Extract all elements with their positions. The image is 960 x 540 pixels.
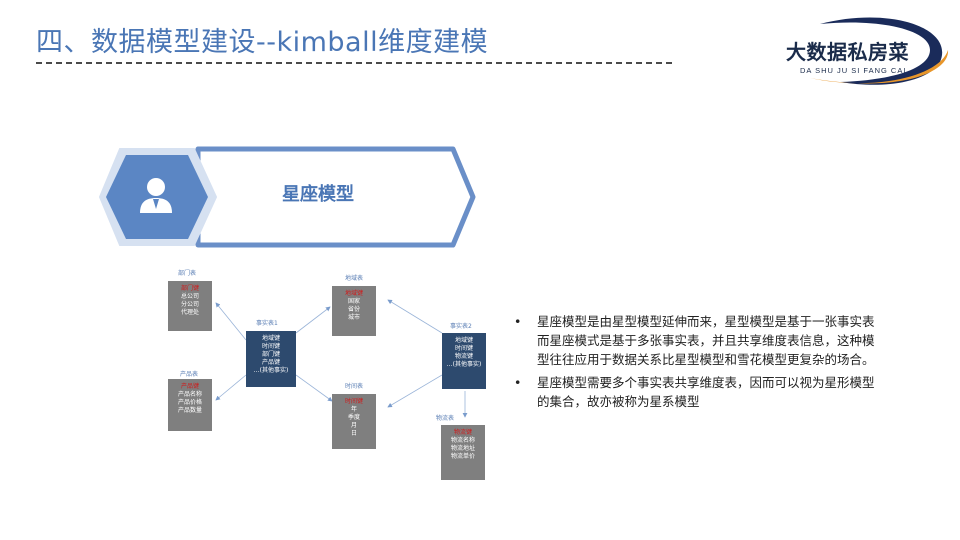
list-item: • 星座模型是由星型模型延伸而来，星型模型是基于一张事实表而星座模式是基于多张事… xyxy=(512,312,882,369)
department-field: 总公司 xyxy=(180,293,199,300)
time-field: 年 xyxy=(350,406,357,413)
fact1-field: 地域键 xyxy=(261,335,280,342)
diagram-connectors xyxy=(215,299,468,418)
department-key: 部门键 xyxy=(180,285,199,292)
time-table: 时间键 年 季度 月 日 xyxy=(332,394,376,449)
logistics-field: 物流地址 xyxy=(450,445,475,452)
fact2-field: 物流键 xyxy=(454,353,473,360)
product-key: 产品键 xyxy=(180,383,199,390)
slide-title: 四、数据模型建设--kimball维度建模 xyxy=(36,27,489,58)
fact1-label: 事实表1 xyxy=(256,320,278,327)
time-field: 日 xyxy=(350,430,357,437)
logistics-field: 物流单价 xyxy=(450,453,475,460)
bullet-list: • 星座模型是由星型模型延伸而来，星型模型是基于一张事实表而星座模式是基于多张事… xyxy=(512,312,882,415)
time-field: 季度 xyxy=(347,414,360,421)
product-field: 产品名称 xyxy=(177,391,202,398)
region-label: 地域表 xyxy=(345,275,364,282)
fact2-table: 地域键 时间键 物流键 …(其他事实) xyxy=(442,333,486,389)
product-label: 产品表 xyxy=(180,371,199,378)
fact2-field: …(其他事实) xyxy=(446,361,482,368)
logo: 大数据私房菜 DA SHU JU SI FANG CAI xyxy=(780,10,955,90)
department-field: 分公司 xyxy=(180,301,199,308)
title-divider xyxy=(36,62,672,64)
user-icon xyxy=(140,178,172,213)
time-field: 月 xyxy=(350,422,357,429)
time-label: 时间表 xyxy=(345,383,364,390)
header-shape xyxy=(98,146,476,248)
region-field: 省份 xyxy=(347,306,360,313)
product-field: 产品数量 xyxy=(177,407,202,414)
department-label: 部门表 xyxy=(178,270,197,277)
fact1-field: 产品键 xyxy=(261,359,280,366)
constellation-diagram: 部门表 部门键 总公司 分公司 代理处 产品表 产品键 产品名称 产品价格 产品… xyxy=(150,265,495,485)
bullet-dot-icon: • xyxy=(514,314,522,329)
logo-subtitle: DA SHU JU SI FANG CAI xyxy=(800,66,907,75)
fact1-field: …(其他事实) xyxy=(253,367,289,374)
region-key: 地域键 xyxy=(344,290,363,297)
department-table: 部门键 总公司 分公司 代理处 xyxy=(168,281,212,331)
logistics-table: 物流键 物流名称 物流地址 物流单价 xyxy=(441,425,485,480)
product-table: 产品键 产品名称 产品价格 产品数量 xyxy=(168,379,212,431)
logistics-key: 物流键 xyxy=(453,429,472,436)
bullet-text: 星座模型需要多个事实表共享维度表，因而可以视为星形模型的集合，故亦被称为星系模型 xyxy=(537,375,875,409)
fact1-table: 地域键 时间键 部门键 产品键 …(其他事实) xyxy=(246,331,296,387)
logistics-field: 物流名称 xyxy=(450,437,475,444)
bullet-text: 星座模型是由星型模型延伸而来，星型模型是基于一张事实表而星座模式是基于多张事实表… xyxy=(537,314,875,367)
fact2-label: 事实表2 xyxy=(450,323,472,330)
bullet-dot-icon: • xyxy=(514,375,522,390)
fact1-field: 部门键 xyxy=(261,351,280,358)
region-field: 城市 xyxy=(347,314,360,321)
region-field: 国家 xyxy=(347,298,360,305)
region-table: 地域键 国家 省份 城市 xyxy=(332,286,376,336)
fact2-field: 地域键 xyxy=(454,337,473,344)
product-field: 产品价格 xyxy=(177,399,202,406)
logistics-label: 物流表 xyxy=(436,415,455,422)
fact1-field: 时间键 xyxy=(261,343,280,350)
time-key: 时间键 xyxy=(344,398,363,405)
header-title: 星座模型 xyxy=(282,184,354,205)
department-field: 代理处 xyxy=(180,309,199,316)
logo-name: 大数据私房菜 xyxy=(786,40,909,64)
fact2-field: 时间键 xyxy=(454,345,473,352)
model-header xyxy=(98,145,478,250)
list-item: • 星座模型需要多个事实表共享维度表，因而可以视为星形模型的集合，故亦被称为星系… xyxy=(512,373,882,411)
